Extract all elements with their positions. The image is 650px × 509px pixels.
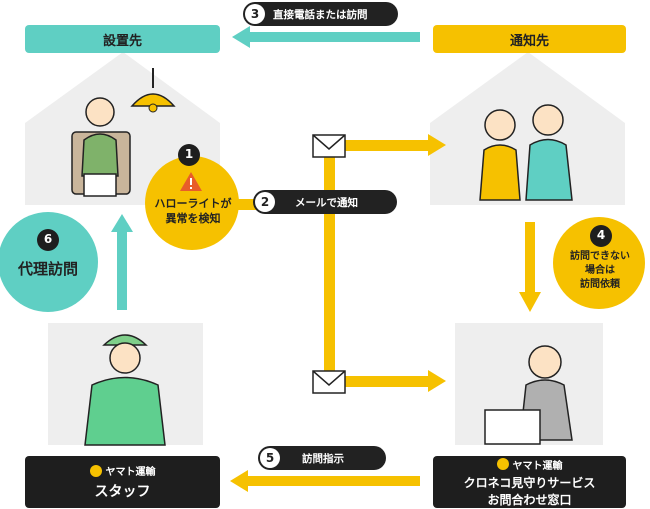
staff-brand-text: ヤマト運輸 bbox=[105, 467, 156, 478]
cat-logo-icon bbox=[89, 464, 102, 477]
yamato-brand: ヤマト運輸 bbox=[89, 463, 156, 478]
arrow-step2-network bbox=[220, 134, 446, 392]
step6-number-badge bbox=[37, 229, 59, 251]
step2-pill: 2 メールで通知 bbox=[253, 190, 397, 214]
install-location-label: 設置先 bbox=[25, 25, 220, 53]
step4-number-badge bbox=[590, 225, 612, 247]
center-title-line2: お問合わせ窓口 bbox=[487, 492, 572, 507]
step2-number: 2 bbox=[255, 192, 275, 212]
notify-destination-label: 通知先 bbox=[433, 25, 626, 53]
step3-number: 3 bbox=[245, 4, 265, 24]
step4-text: 訪問できない 場合は 訪問依頼 bbox=[570, 251, 630, 290]
arrow-step5 bbox=[230, 470, 420, 492]
warning-icon bbox=[180, 172, 202, 191]
center-brand-text: ヤマト運輸 bbox=[512, 460, 563, 472]
step1-number: 1 bbox=[184, 147, 194, 161]
cat-logo-icon bbox=[496, 458, 509, 470]
step3-text: 直接電話または訪問 bbox=[273, 8, 368, 21]
family-illustration bbox=[479, 104, 573, 201]
step6-number: 6 bbox=[43, 232, 53, 246]
step5-number: 5 bbox=[260, 448, 280, 468]
step6-circle bbox=[0, 212, 98, 312]
mail-icon bbox=[312, 370, 346, 394]
step1-circle bbox=[145, 156, 239, 250]
staff-box: ヤマト運輸 スタッフ bbox=[25, 456, 220, 508]
step5-text: 訪問指示 bbox=[302, 452, 344, 465]
mail-icon bbox=[312, 134, 346, 158]
center-box: ヤマト運輸 クロネコ見守りサービス お問合わせ窓口 bbox=[433, 456, 626, 508]
operator-illustration bbox=[484, 345, 573, 445]
staff-illustration bbox=[84, 334, 166, 446]
step5-pill: 5 訪問指示 bbox=[258, 446, 386, 470]
step1-number-badge bbox=[178, 144, 200, 166]
center-title-line1: クロネコ見守りサービス bbox=[463, 475, 596, 490]
step3-pill: 3 直接電話または訪問 bbox=[243, 2, 398, 26]
arrow-step6 bbox=[111, 214, 133, 310]
house-notify-destination bbox=[430, 52, 625, 205]
step4-circle bbox=[553, 217, 645, 309]
ceiling-lamp-icon bbox=[130, 68, 176, 113]
step4-number: 4 bbox=[596, 228, 606, 242]
step1-text: ハローライトが 異常を検知 bbox=[154, 197, 232, 225]
arrow-step4 bbox=[519, 222, 541, 312]
yamato-brand: ヤマト運輸 bbox=[496, 457, 563, 472]
arrow-step3 bbox=[232, 26, 420, 48]
elderly-person-illustration bbox=[71, 97, 131, 197]
staff-title: スタッフ bbox=[94, 484, 151, 500]
step6-text: 代理訪問 bbox=[17, 260, 78, 278]
step2-text: メールで通知 bbox=[295, 196, 358, 209]
